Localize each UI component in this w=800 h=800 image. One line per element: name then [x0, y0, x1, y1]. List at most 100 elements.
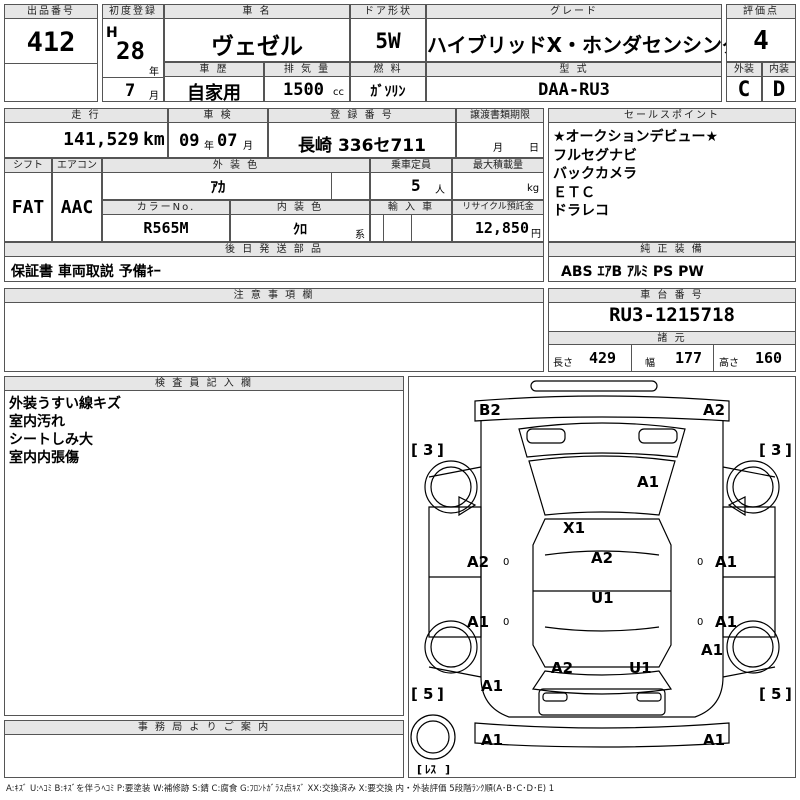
- aircon-box: エアコン AAC: [52, 158, 102, 242]
- svg-text:]: ]: [437, 685, 444, 703]
- car-damage-diagram: B2 A2 A1 X1 A2 A2 A1 U1 A1 A1 A1 A2 U1 A…: [410, 380, 792, 776]
- grade-value: ハイブリッドX・ホンダセンシング: [427, 33, 743, 57]
- fuel-label: 燃 料: [351, 63, 425, 77]
- interior-grade-box: 内装 D: [762, 62, 796, 102]
- inspection-box: 車 検 09 年 07 月: [168, 108, 268, 158]
- grade-label: グレード: [427, 5, 721, 19]
- later-parts-box: 後 日 発 送 部 品 保証書 車両取説 予備ｷｰ: [4, 242, 544, 282]
- door-value: 5W: [375, 29, 401, 53]
- inspector-note: 室内内張傷: [9, 450, 79, 466]
- recycle-unit: 円: [531, 229, 541, 240]
- damage-mark: A1: [701, 641, 723, 659]
- spare-tire-label: ﾚｽ: [425, 763, 436, 776]
- lot-number-box: 出品番号 412: [4, 4, 98, 102]
- grade-box: グレード ハイブリッドX・ホンダセンシング: [426, 4, 743, 62]
- damage-mark: A2: [591, 549, 613, 567]
- transfer-month-unit: 月: [493, 143, 503, 154]
- reg-year-unit: 年: [149, 67, 159, 78]
- aircon-value: AAC: [60, 197, 94, 218]
- mileage-label: 走 行: [5, 109, 167, 123]
- door-box: ドア形状 5W: [350, 4, 426, 62]
- color-number-label: カラーNo.: [103, 201, 229, 215]
- mileage-value: 141,529: [63, 129, 139, 150]
- inspection-label: 車 検: [169, 109, 267, 123]
- plate-label: 登 録 番 号: [269, 109, 455, 123]
- exterior-color-box: 外 装 色 ｱｶ: [102, 158, 370, 200]
- tire-rear-left: 5: [423, 685, 433, 703]
- inspection-year-unit: 年: [204, 141, 214, 152]
- svg-text:[: [: [411, 441, 418, 459]
- reg-month-value: 7: [125, 81, 136, 101]
- damage-mark: U1: [591, 589, 614, 607]
- chassis-label: 車 台 番 号: [549, 289, 795, 303]
- svg-text:[: [: [417, 763, 422, 776]
- sales-point-item: ドラレコ: [553, 203, 609, 219]
- first-registration-box: 初度登録 H 28 年 7 月: [102, 4, 164, 102]
- exterior-grade-label: 外装: [727, 63, 761, 77]
- load-box: 最大積載量 kg: [452, 158, 544, 200]
- model-label: 型 式: [427, 63, 721, 77]
- interior-grade-label: 内装: [763, 63, 795, 77]
- era-value: H: [106, 25, 118, 41]
- inspection-month-unit: 月: [243, 141, 253, 152]
- shift-value: FAT: [11, 197, 45, 218]
- chassis-box: 車 台 番 号 RU3-1215718 諸 元 長さ 429 幅 177 高さ …: [548, 288, 796, 372]
- damage-mark: A2: [551, 659, 573, 677]
- capacity-value: 5: [411, 176, 421, 195]
- interior-color-label: 内 装 色: [231, 201, 369, 215]
- inspector-box: 検 査 員 記 入 欄 外装うすい線キズ 室内汚れ シートしみ大 室内内張傷: [4, 376, 404, 716]
- tire-front-right: 3: [771, 441, 781, 459]
- length-label: 長さ: [553, 358, 573, 369]
- score-label: 評価点: [727, 5, 795, 19]
- capacity-unit: 人: [435, 185, 445, 196]
- sales-points-label: セールスポイント: [549, 109, 795, 123]
- sales-points-box: セールスポイント ★オークションデビュー★ フルセグナビ バックカメラ ＥＴＣ …: [548, 108, 796, 242]
- car-name-label: 車 名: [165, 5, 349, 19]
- damage-mark: A1: [637, 473, 659, 491]
- damage-mark: A2: [467, 553, 489, 571]
- reg-month-unit: 月: [149, 91, 159, 102]
- svg-text:[: [: [759, 685, 766, 703]
- width-value: 177: [675, 349, 703, 367]
- damage-diagram-box: B2 A2 A1 X1 A2 A2 A1 U1 A1 A1 A1 A2 U1 A…: [408, 376, 796, 778]
- svg-text:[: [: [759, 441, 766, 459]
- damage-mark: U1: [629, 659, 652, 677]
- inspection-year: 09: [179, 131, 200, 151]
- exterior-grade-value: C: [737, 77, 751, 101]
- svg-text:]: ]: [785, 441, 792, 459]
- sales-point-item: ★オークションデビュー★: [553, 129, 719, 145]
- chassis-value: RU3-1215718: [609, 304, 735, 326]
- lot-number-label: 出品番号: [5, 5, 97, 19]
- office-box: 事 務 局 よ り ご 案 内: [4, 720, 404, 778]
- transfer-day-unit: 日: [529, 143, 539, 154]
- office-label: 事 務 局 よ り ご 案 内: [5, 721, 403, 735]
- model-box: 型 式 DAA-RU3: [426, 62, 722, 102]
- svg-text:0: 0: [697, 617, 703, 628]
- history-label: 車 歴: [165, 63, 263, 77]
- shift-box: シフト FAT: [4, 158, 52, 242]
- interior-color-value: ｸﾛ: [293, 222, 307, 238]
- damage-legend: A:ｷｽﾞ U:ﾍｺﾐ B:ｷｽﾞを伴うﾍｺﾐ P:要塗装 W:補修跡 S:錆 …: [6, 784, 555, 794]
- interior-color-unit: 系: [355, 230, 365, 241]
- displacement-label: 排 気 量: [265, 63, 349, 77]
- fuel-box: 燃 料 ｶﾞｿﾘﾝ: [350, 62, 426, 102]
- equipment-box: 純 正 装 備 ABS ｴｱB ｱﾙﾐ PS PW: [548, 242, 796, 282]
- first-registration-label: 初度登録: [103, 5, 163, 19]
- mileage-unit: km: [143, 129, 165, 150]
- svg-text:]: ]: [437, 441, 444, 459]
- mileage-box: 走 行 141,529 km: [4, 108, 168, 158]
- damage-mark: A2: [703, 401, 725, 419]
- equipment-label: 純 正 装 備: [549, 243, 795, 257]
- interior-color-box: 内 装 色 ｸﾛ 系: [230, 200, 370, 242]
- door-label: ドア形状: [351, 5, 425, 19]
- history-box: 車 歴 自家用: [164, 62, 264, 104]
- lot-number-value: 412: [26, 27, 76, 58]
- svg-text:[: [: [411, 685, 418, 703]
- car-name-value: ヴェゼル: [211, 34, 303, 60]
- recycle-box: リサイクル預託金 12,850 円: [452, 200, 544, 242]
- shift-label: シフト: [5, 159, 51, 173]
- capacity-label: 乗車定員: [371, 159, 451, 173]
- inspection-month: 07: [217, 131, 238, 151]
- damage-mark: A1: [481, 731, 503, 749]
- recycle-value: 12,850: [474, 219, 529, 237]
